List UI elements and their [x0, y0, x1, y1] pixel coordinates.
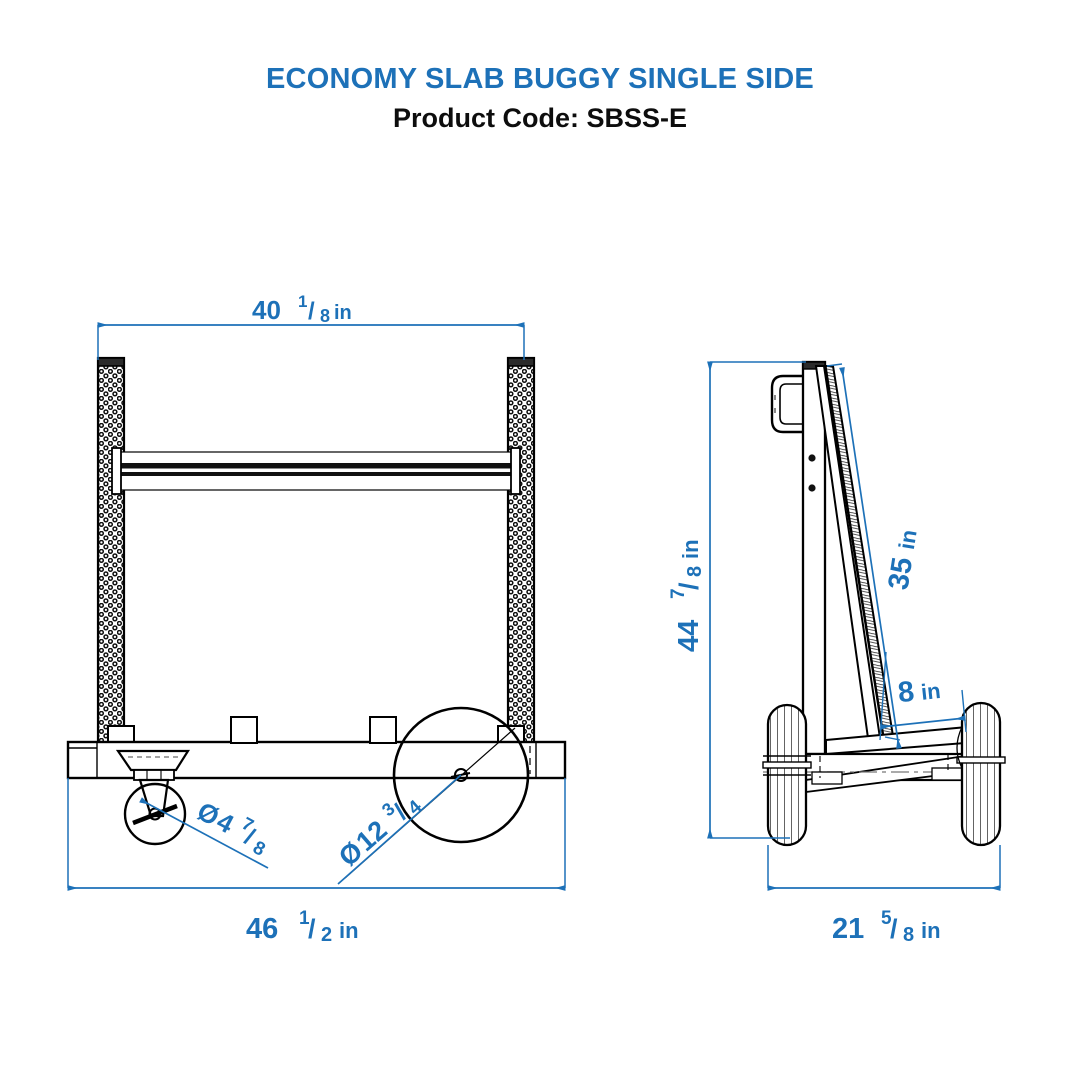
side-vertical-mast	[801, 360, 827, 756]
dim-35-line	[839, 367, 902, 749]
dim-8-unit: in	[920, 678, 942, 705]
dim-top-whole: 40	[252, 295, 281, 325]
base-beam-tab-2	[369, 716, 397, 744]
dim-bottom-unit: in	[339, 918, 359, 943]
deck-foot-left	[811, 771, 843, 785]
dim-8-label: 8 in	[896, 676, 942, 710]
cross-rail-upper-band	[118, 463, 514, 469]
dim-top-slash: /	[308, 298, 315, 325]
dim-top-label: 40 1 / 8 in	[252, 292, 352, 326]
dim-depth-unit: in	[921, 918, 941, 943]
side-push-handle	[770, 374, 803, 434]
side-elevation-view: 44 7 / 8 in 35 in	[668, 360, 1006, 946]
side-wheel-right	[956, 701, 1006, 847]
dim-caster-leader	[139, 797, 269, 869]
dim-35-whole: 35	[883, 555, 920, 592]
cross-rail-body	[117, 451, 515, 491]
dim-main-wheel-leader	[337, 774, 462, 885]
dim-top-numerator: 1	[298, 292, 307, 311]
deck-slant-plate	[825, 724, 979, 756]
dimension-rail-base-offset: 8 in	[879, 651, 967, 741]
dim-depth-denominator: 8	[903, 924, 914, 946]
dim-bottom-slash: /	[308, 914, 316, 944]
dim-bottom-whole: 46	[246, 913, 278, 945]
dim-height-numerator: 7	[668, 588, 689, 599]
dim-height-denominator: 8	[684, 566, 706, 577]
dimension-overall-width-top: 40 1 / 8 in	[97, 292, 525, 360]
dim-35-label: 35 in	[883, 528, 922, 592]
left-hub-plate	[762, 761, 812, 769]
dim-bottom-numerator: 1	[299, 908, 310, 929]
dim-caster-denominator: 8	[249, 837, 268, 861]
dimension-overall-height: 44 7 / 8 in	[668, 361, 806, 839]
dim-main-wheel-label: Ø 12 3 / 4	[333, 796, 426, 872]
dim-35-ext-top	[826, 363, 843, 367]
dim-35-unit: in	[894, 528, 922, 551]
front-right-upright	[497, 356, 536, 752]
title-block: ECONOMY SLAB BUGGY SINGLE SIDE Product C…	[0, 62, 1080, 136]
side-slanted-rack-rails	[814, 365, 895, 739]
right-upright-mesh-panel	[506, 356, 536, 752]
handle-outer-loop	[770, 374, 803, 434]
dimension-overall-depth: 21 5 / 8 in	[767, 845, 1001, 946]
left-upright-mesh-panel	[96, 356, 126, 752]
dim-depth-label: 21 5 / 8 in	[832, 908, 941, 946]
front-left-upright	[96, 356, 135, 752]
dim-top-denominator: 8	[320, 306, 330, 326]
dim-height-label: 44 7 / 8 in	[668, 539, 706, 652]
caster-top-plate	[115, 749, 190, 772]
dim-height-slash: /	[674, 582, 704, 590]
dim-8-line	[880, 715, 966, 730]
page-title: ECONOMY SLAB BUGGY SINGLE SIDE	[266, 63, 814, 95]
left-upright-cap	[97, 357, 125, 367]
dim-depth-whole: 21	[832, 913, 864, 945]
caster-brake-lever	[132, 803, 178, 826]
rack-rail-centerline	[825, 365, 885, 738]
product-code-label: Product Code: SBSS-E	[392, 103, 688, 134]
right-tyre	[960, 701, 1002, 847]
dimension-overall-width-bottom: 46 1 / 2 in	[67, 778, 566, 946]
front-cross-rail	[111, 447, 521, 495]
dimension-rack-rail-length: 35 in	[826, 363, 922, 749]
cross-rail-left-end-plate	[111, 447, 122, 495]
front-elevation-view: 40 1 / 8 in 46 1 / 2 in	[66, 292, 567, 946]
dim-bottom-label: 46 1 / 2 in	[246, 908, 359, 946]
mast-body	[801, 360, 827, 756]
caster-wheel-circle	[123, 782, 187, 846]
mast-bolt-hole-2	[808, 484, 816, 492]
right-upright-cap	[507, 357, 535, 367]
dim-8-whole: 8	[896, 676, 915, 710]
mast-bolt-hole-1	[808, 454, 816, 462]
dim-depth-slash: /	[890, 914, 898, 944]
handle-inner-loop	[779, 383, 803, 425]
main-wheel-hub	[454, 768, 468, 782]
dim-height-unit: in	[678, 539, 703, 559]
cross-rail-lower-band	[118, 472, 514, 476]
main-wheel-circle	[392, 706, 530, 844]
right-hub-curve	[956, 726, 963, 769]
front-swivel-caster	[115, 749, 190, 846]
dim-bottom-denominator: 2	[321, 924, 332, 946]
cross-rail-right-end-plate	[510, 447, 521, 495]
right-hub-plate	[956, 756, 1006, 764]
dim-depth-numerator: 5	[881, 908, 892, 929]
dim-height-whole: 44	[673, 620, 705, 652]
dim-top-unit: in	[334, 302, 352, 324]
side-wheel-left	[762, 703, 812, 847]
base-beam-tab-1	[230, 716, 258, 744]
caster-swivel-collar	[133, 769, 175, 781]
deck-foot-right	[931, 767, 963, 781]
